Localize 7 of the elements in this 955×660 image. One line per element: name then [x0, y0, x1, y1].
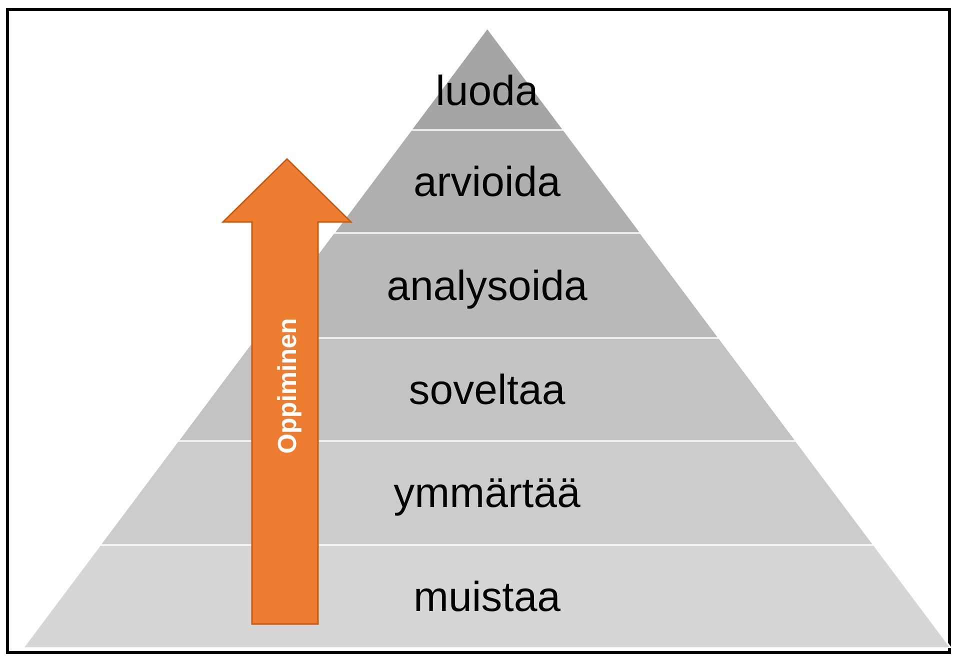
arrow-label: Oppiminen — [272, 318, 302, 454]
level-label: arvioida — [413, 158, 561, 204]
level-label: analysoida — [386, 262, 588, 308]
level-label: soveltaa — [408, 366, 566, 412]
level-label: ymmärtää — [394, 469, 580, 516]
level-label: muistaa — [413, 572, 561, 620]
level-label: luoda — [436, 67, 538, 114]
